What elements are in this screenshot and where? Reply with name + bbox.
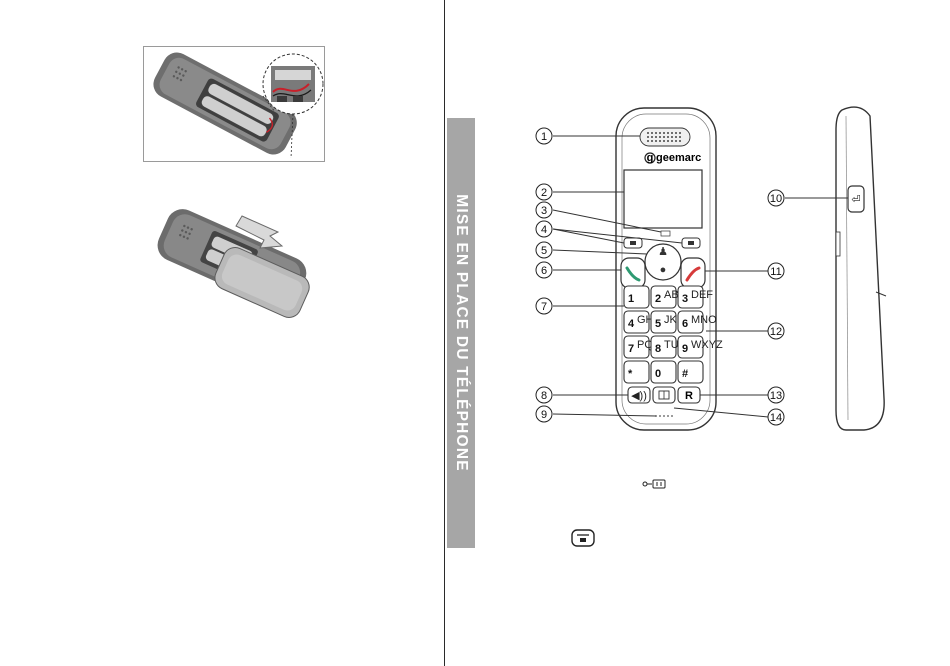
svg-text:g: g <box>647 152 654 164</box>
right-page: g geemarc ♟ ● 12ABC3DEF4GHI5JKL6MNO7PQRS… <box>446 0 950 666</box>
callout-number-2: 2 <box>541 187 547 199</box>
left-page <box>0 0 444 666</box>
key-letters: DEF <box>691 289 713 301</box>
key-digit: 9 <box>682 343 688 355</box>
svg-text:⏎: ⏎ <box>851 194 860 206</box>
svg-text:♟: ♟ <box>658 246 668 258</box>
callout-number-11: 11 <box>770 266 781 278</box>
key-digit: * <box>628 368 633 380</box>
callout-number-3: 3 <box>541 205 547 217</box>
callout-number-12: 12 <box>770 326 782 338</box>
brand-name: geemarc <box>656 152 701 164</box>
battery-install-figure <box>143 46 325 162</box>
battery-cover-figure <box>150 202 322 332</box>
key-digit: # <box>682 368 688 380</box>
key-digit: 2 <box>655 293 661 305</box>
page-divider <box>444 0 445 666</box>
callout-number-13: 13 <box>770 390 782 402</box>
r-key-label: R <box>685 390 693 402</box>
callout-number-7: 7 <box>541 301 547 313</box>
key-digit: 4 <box>628 318 635 330</box>
menu-key-icon <box>571 529 595 552</box>
callout-number-10: 10 <box>770 193 782 205</box>
callout-number-1: 1 <box>541 131 547 143</box>
callout-number-9: 9 <box>541 409 547 421</box>
key-digit: 0 <box>655 368 661 380</box>
handset-side: ⏎ <box>836 107 886 430</box>
callout-number-5: 5 <box>541 245 547 257</box>
callout-number-6: 6 <box>541 265 547 277</box>
handset-diagram: g geemarc ♟ ● 12ABC3DEF4GHI5JKL6MNO7PQRS… <box>446 0 950 470</box>
key-digit: 8 <box>655 343 661 355</box>
dc-power-icon <box>642 477 668 495</box>
callout-number-8: 8 <box>541 390 547 402</box>
handset-front: g geemarc ♟ ● 12ABC3DEF4GHI5JKL6MNO7PQRS… <box>616 108 723 430</box>
key-digit: 6 <box>682 318 688 330</box>
svg-text:●: ● <box>660 264 667 276</box>
callout-number-4: 4 <box>541 224 547 236</box>
key-digit: 5 <box>655 318 661 330</box>
callout-number-14: 14 <box>770 412 782 424</box>
key-letters: WXYZ <box>691 339 723 351</box>
key-digit: 1 <box>628 293 634 305</box>
key-digit: 3 <box>682 293 688 305</box>
key-letters: MNO <box>691 314 717 326</box>
svg-text:◀)): ◀)) <box>631 390 647 402</box>
key-digit: 7 <box>628 343 634 355</box>
